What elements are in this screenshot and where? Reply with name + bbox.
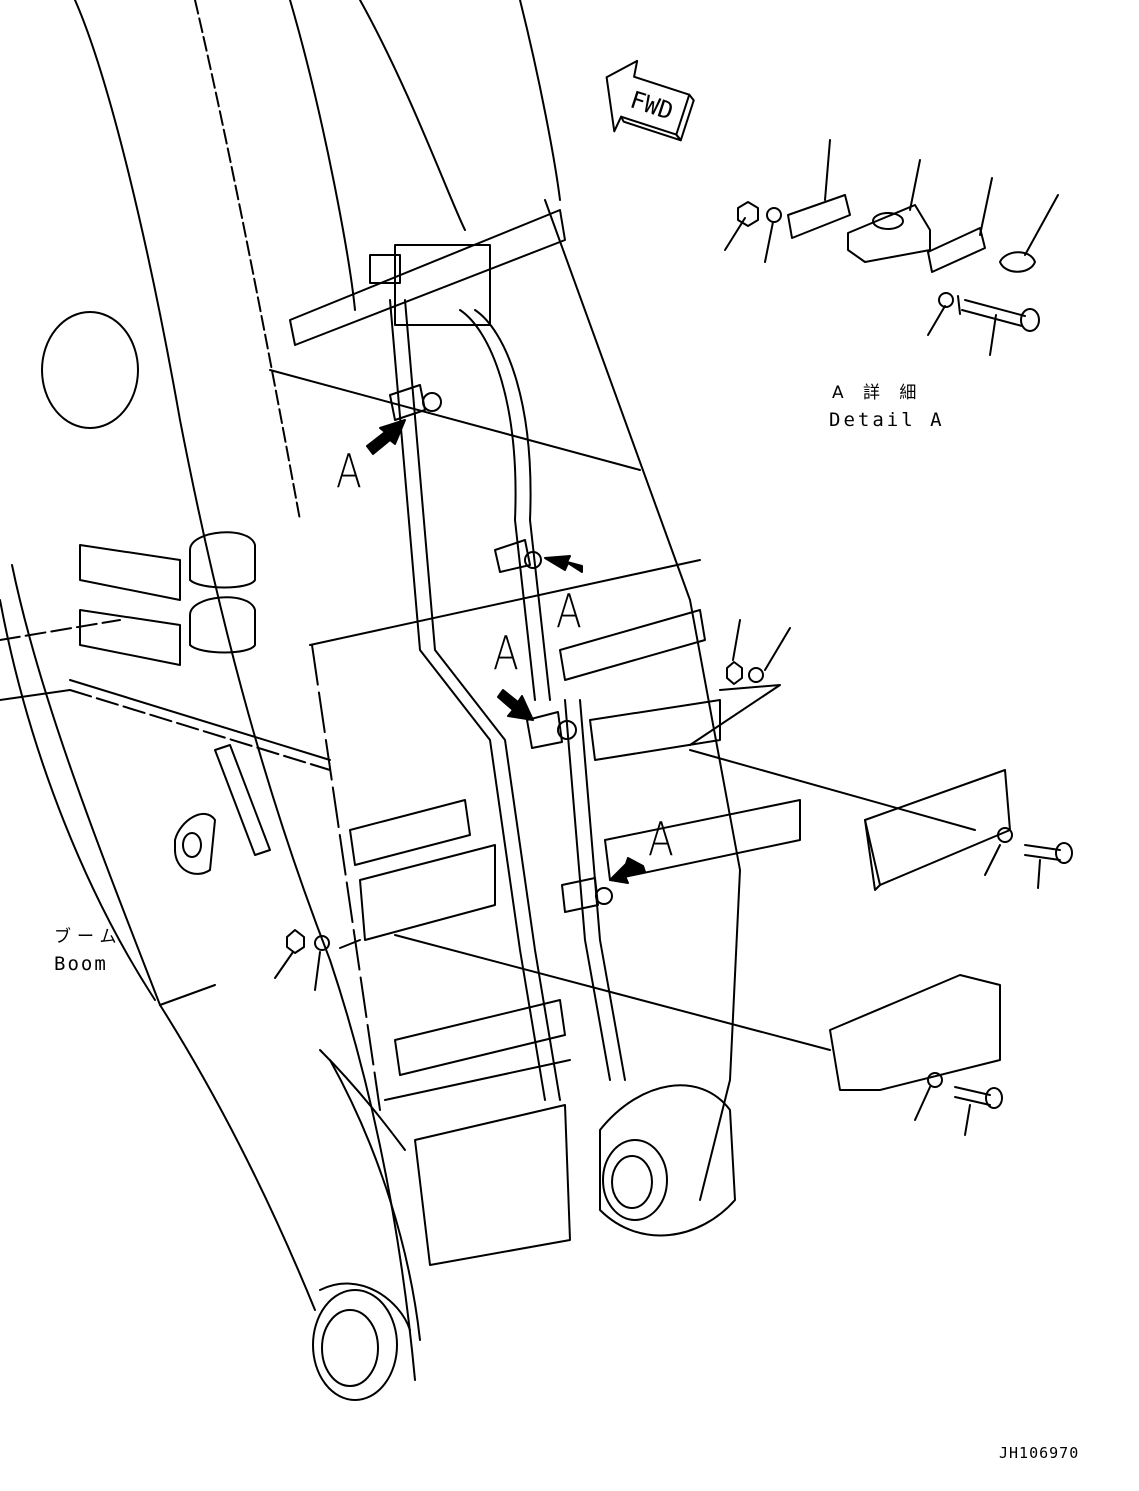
- callout-arrow-icon: [366, 419, 406, 455]
- callout-a-label: A: [336, 444, 362, 498]
- callout-arrow-icon: [609, 857, 646, 884]
- callout-a-label: A: [556, 584, 582, 638]
- valve-block-upper: [689, 619, 1073, 891]
- callout-a-label: A: [493, 626, 519, 680]
- piping: [369, 244, 626, 1101]
- callout-a-label: A: [648, 812, 674, 866]
- detail-a-title-en: Detail A: [829, 409, 945, 431]
- drawing-number: JH106970: [999, 1444, 1080, 1462]
- boom-label-jp: ブーム: [54, 927, 123, 947]
- left-hardware: [274, 929, 361, 991]
- detail-a-title-jp: A 詳 細: [832, 383, 924, 403]
- valve-block-lower: [394, 934, 1003, 1136]
- boom-structure: [0, 0, 741, 1401]
- clamps: [389, 384, 613, 913]
- clamp-plates: [289, 209, 801, 1266]
- callout-arrows: [366, 419, 646, 884]
- left-brackets: [79, 531, 256, 666]
- fwd-arrow-icon: FWD: [605, 59, 695, 142]
- detail-a-parts: [724, 139, 1059, 356]
- boom-label-en: Boom: [54, 953, 108, 975]
- callout-arrow-icon: [497, 689, 534, 721]
- callout-arrow-icon: [544, 555, 583, 573]
